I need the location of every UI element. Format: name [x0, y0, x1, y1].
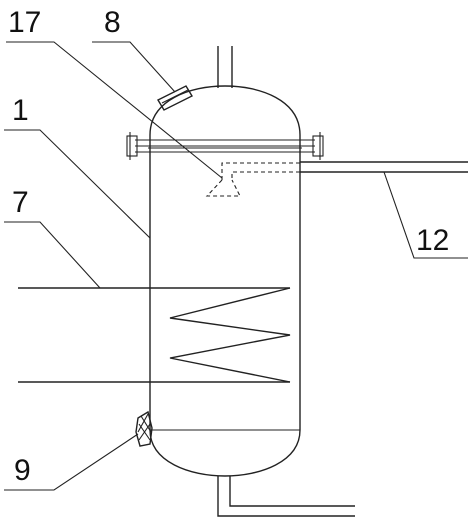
side-inlet-pipe	[300, 161, 468, 173]
side-sight-glass	[135, 410, 153, 447]
leader-lines	[4, 41, 468, 491]
vessel-shell	[149, 85, 301, 477]
label-7: 7	[12, 186, 29, 219]
heating-coil	[18, 287, 291, 383]
label-17: 17	[8, 6, 41, 39]
label-1: 1	[12, 94, 29, 127]
label-8: 8	[104, 6, 121, 39]
label-12: 12	[416, 224, 449, 257]
bottom-outlet-pipe	[217, 476, 355, 517]
top-outlet-pipe	[217, 46, 233, 88]
top-nozzle	[157, 85, 193, 111]
label-9: 9	[14, 454, 31, 487]
internal-distributor	[205, 162, 300, 197]
flange-assembly	[126, 132, 324, 160]
